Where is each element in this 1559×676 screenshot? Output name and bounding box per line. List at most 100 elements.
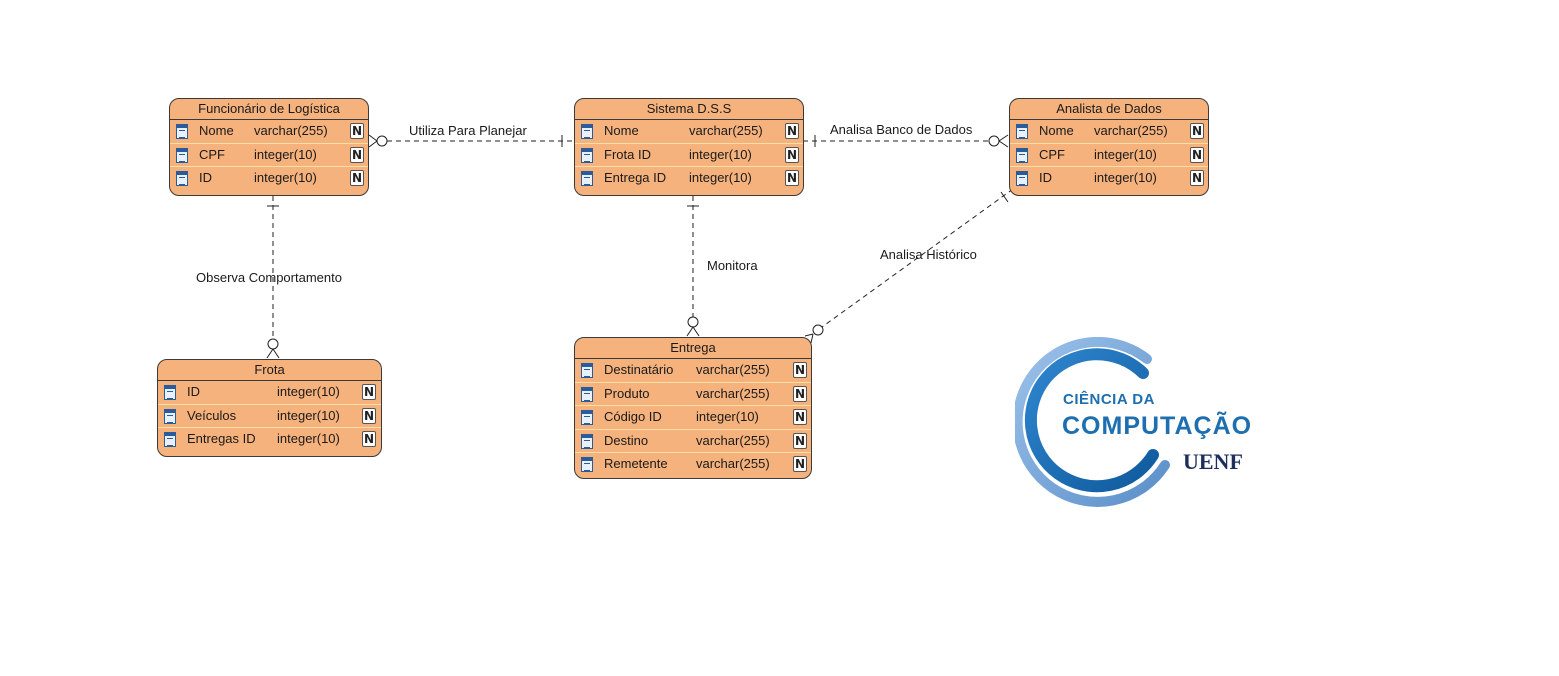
column-icon [581, 363, 593, 378]
column-icon [176, 147, 188, 163]
column-icon [581, 171, 593, 186]
not-null-icon: N [1190, 170, 1204, 186]
entity-column-row[interactable]: Nome varchar(255) N [170, 120, 368, 144]
column-type: varchar(255) [696, 385, 770, 401]
not-null-icon: N [785, 123, 799, 139]
entity-column-row[interactable]: Nome varchar(255) N [575, 120, 803, 144]
column-type: integer(10) [696, 409, 759, 424]
column-name: CPF [1039, 146, 1065, 162]
column-type: integer(10) [689, 146, 752, 162]
column-name: Veículos [187, 407, 237, 423]
column-icon [581, 386, 593, 402]
column-name: ID [1039, 170, 1052, 185]
entity-column-row[interactable]: CPF integer(10) N [1010, 144, 1208, 167]
entity-column-row[interactable]: CPF integer(10) N [170, 144, 368, 167]
column-name: Entregas ID [187, 431, 256, 446]
not-null-icon: N [793, 409, 807, 425]
column-icon [581, 147, 593, 163]
column-type: integer(10) [254, 170, 317, 185]
column-icon [581, 433, 593, 449]
not-null-icon: N [350, 146, 364, 163]
column-icon [581, 410, 593, 425]
logo-text-uenf: UENF [1183, 449, 1243, 474]
not-null-icon: N [793, 362, 807, 378]
entity-column-row[interactable]: Entregas ID integer(10) N [158, 428, 381, 451]
column-type: varchar(255) [689, 123, 763, 138]
entity-title: Entrega [575, 338, 811, 359]
entity-column-row[interactable]: Nome varchar(255) N [1010, 120, 1208, 144]
not-null-icon: N [793, 456, 807, 472]
entity-analista-de-dados[interactable]: Analista de Dados Nome varchar(255) N CP… [1009, 98, 1209, 196]
not-null-icon: N [350, 170, 364, 186]
relationship-label: Analisa Banco de Dados [830, 122, 973, 137]
not-null-icon: N [785, 170, 799, 186]
column-name: Remetente [604, 456, 668, 471]
column-type: integer(10) [277, 431, 340, 446]
entity-funcionario-de-logistica[interactable]: Funcionário de Logística Nome varchar(25… [169, 98, 369, 196]
entity-frota[interactable]: Frota ID integer(10) N Veículos integer(… [157, 359, 382, 457]
column-icon [176, 171, 188, 186]
relationship-label: Utiliza Para Planejar [409, 123, 527, 138]
column-name: Destinatário [604, 362, 674, 377]
column-icon [164, 408, 176, 424]
column-icon [164, 385, 176, 400]
column-icon [1016, 171, 1028, 186]
column-icon [1016, 147, 1028, 163]
entity-column-row[interactable]: Destino varchar(255) N [575, 430, 811, 453]
entity-title: Frota [158, 360, 381, 381]
column-name: CPF [199, 146, 225, 162]
column-name: Entrega ID [604, 170, 667, 185]
column-icon [581, 124, 593, 139]
entity-title: Analista de Dados [1010, 99, 1208, 120]
relationship-label: Analisa Histórico [880, 247, 977, 262]
not-null-icon: N [1190, 146, 1204, 163]
not-null-icon: N [350, 123, 364, 139]
entity-column-row[interactable]: ID integer(10) N [170, 167, 368, 190]
column-name: Código ID [604, 409, 662, 424]
entity-column-row[interactable]: Frota ID integer(10) N [575, 144, 803, 167]
entity-column-row[interactable]: Entrega ID integer(10) N [575, 167, 803, 190]
uenf-logo-rings [1015, 337, 1170, 507]
column-type: varchar(255) [696, 432, 770, 448]
link-analisa-banco-de-dados[interactable] [803, 134, 1009, 148]
entity-column-row[interactable]: ID integer(10) N [158, 381, 381, 405]
column-name: Destino [604, 432, 649, 448]
column-name: ID [187, 384, 200, 399]
column-icon [581, 457, 593, 472]
entity-title: Sistema D.S.S [575, 99, 803, 120]
not-null-icon: N [362, 384, 376, 400]
link-monitora[interactable] [686, 196, 700, 337]
column-type: integer(10) [254, 146, 317, 162]
column-icon [1016, 124, 1028, 139]
column-type: integer(10) [1094, 146, 1157, 162]
column-name: Produto [604, 385, 650, 401]
column-type: varchar(255) [254, 123, 328, 138]
link-observa-comportamento[interactable] [266, 196, 280, 359]
entity-column-row[interactable]: Remetente varchar(255) N [575, 453, 811, 476]
relationship-label: Monitora [707, 258, 758, 273]
link-analisa-historico[interactable] [804, 188, 1014, 344]
link-utiliza-para-planejar[interactable] [368, 134, 574, 148]
column-type: integer(10) [277, 407, 340, 423]
column-name: ID [199, 170, 212, 185]
entity-sistema-dss[interactable]: Sistema D.S.S Nome varchar(255) N Frota … [574, 98, 804, 196]
entity-entrega[interactable]: Entrega Destinatário varchar(255) N Prod… [574, 337, 812, 479]
column-name: Nome [1039, 123, 1074, 138]
not-null-icon: N [793, 432, 807, 449]
column-type: integer(10) [1094, 170, 1157, 185]
column-type: integer(10) [689, 170, 752, 185]
entity-column-row[interactable]: Produto varchar(255) N [575, 383, 811, 406]
column-name: Nome [604, 123, 639, 138]
entity-column-row[interactable]: Veículos integer(10) N [158, 405, 381, 428]
column-type: varchar(255) [696, 456, 770, 471]
logo-text-computacao: COMPUTAÇÃO [1062, 412, 1253, 440]
entity-column-row[interactable]: ID integer(10) N [1010, 167, 1208, 190]
column-type: varchar(255) [1094, 123, 1168, 138]
entity-title: Funcionário de Logística [170, 99, 368, 120]
entity-column-row[interactable]: Código ID integer(10) N [575, 406, 811, 430]
entity-column-row[interactable]: Destinatário varchar(255) N [575, 359, 811, 383]
not-null-icon: N [1190, 123, 1204, 139]
column-name: Frota ID [604, 146, 651, 162]
